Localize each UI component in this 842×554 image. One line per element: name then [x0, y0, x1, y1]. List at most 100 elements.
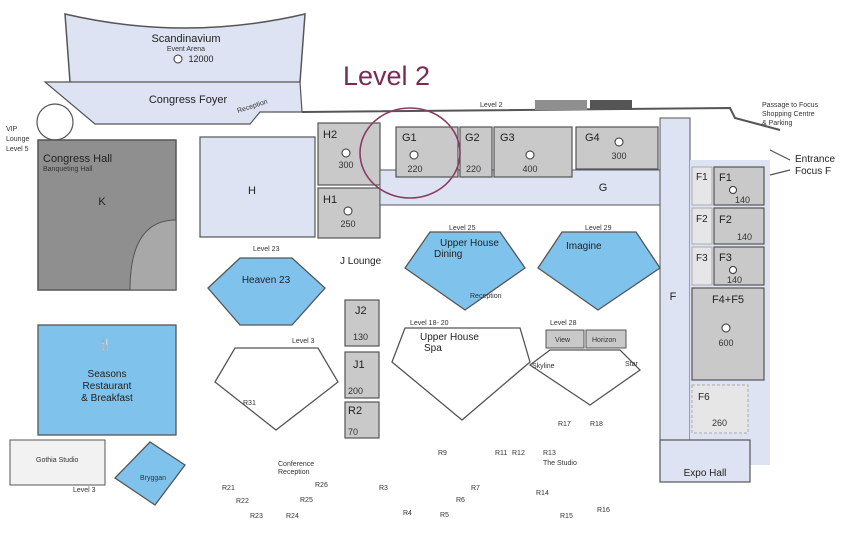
- room-f6[interactable]: [691, 384, 749, 434]
- room-h2-code: H2: [323, 129, 337, 141]
- room-f2[interactable]: [713, 207, 765, 245]
- r-room-r23[interactable]: R23: [250, 513, 263, 520]
- room-g4[interactable]: [575, 126, 659, 170]
- heaven-level: Level 23: [253, 246, 280, 253]
- r13-sub: The Studio: [543, 460, 577, 467]
- room-view[interactable]: [545, 329, 585, 349]
- corridor-f[interactable]: [659, 117, 691, 464]
- r-room-r3[interactable]: R3: [379, 485, 388, 492]
- spa-l2: Spa: [424, 343, 442, 354]
- room-g1-code: G1: [402, 132, 417, 144]
- seasons-restaurant[interactable]: [37, 324, 177, 436]
- room-f4-f5[interactable]: [691, 287, 765, 381]
- imagine-name: Imagine: [566, 241, 602, 252]
- r-room-r26[interactable]: R26: [315, 482, 328, 489]
- r-room-r11[interactable]: R11: [495, 450, 507, 457]
- hall-h[interactable]: [199, 136, 316, 238]
- room-f2-code: F2: [719, 214, 732, 226]
- room-f1-left: [691, 166, 713, 206]
- heaven-23[interactable]: [207, 257, 326, 326]
- room-f3[interactable]: [713, 246, 765, 286]
- r-room-r13[interactable]: R13: [543, 450, 556, 457]
- cutlery-icon: 🍴: [98, 338, 112, 351]
- room-f1-left-code: F1: [696, 172, 708, 183]
- r-room-r21[interactable]: R21: [222, 485, 235, 492]
- room-g4-code: G4: [585, 132, 600, 144]
- expo-hall[interactable]: [659, 439, 751, 483]
- vip-label-3: Level 5: [6, 146, 29, 153]
- r-room-r9[interactable]: R9: [438, 450, 447, 457]
- imagine-restaurant[interactable]: [537, 231, 661, 311]
- capacity-icon: [341, 148, 351, 158]
- r-room-r22[interactable]: R22: [236, 498, 249, 505]
- spa-level: Level 18- 20: [410, 320, 449, 327]
- room-j1[interactable]: [344, 351, 380, 399]
- room-f3-code: F3: [719, 252, 732, 264]
- conf-reception-l2: Reception: [278, 469, 310, 476]
- room-f1[interactable]: [713, 166, 765, 206]
- r-room-r12[interactable]: R12: [512, 450, 525, 457]
- room-g2-cap: 220: [466, 164, 481, 174]
- conf-reception-l1: Conference: [278, 461, 314, 468]
- r-room-r31[interactable]: R31: [243, 400, 256, 407]
- capacity-icon: [729, 266, 737, 274]
- room-f45-code: F4+F5: [712, 294, 744, 306]
- level-28-label: Level 28: [550, 320, 577, 327]
- arena-name: Scandinavium: [151, 33, 220, 45]
- r-room-r24[interactable]: R24: [286, 513, 299, 520]
- upper-dining-l1: Upper House: [440, 238, 499, 249]
- room-g3-code: G3: [500, 132, 515, 144]
- bryggan[interactable]: [113, 441, 186, 506]
- upper-house-spa[interactable]: [391, 327, 531, 421]
- r-room-r6[interactable]: R6: [456, 497, 465, 504]
- level-3-left-label: Level 3: [73, 487, 96, 494]
- room-g2[interactable]: [459, 126, 493, 178]
- r-room-r15[interactable]: R15: [560, 513, 573, 520]
- room-f2-left: [691, 207, 713, 245]
- gothia-area: [9, 439, 106, 486]
- room-f1-code: F1: [719, 172, 732, 184]
- room-f3-left: [691, 246, 713, 286]
- corridor-f-label: F: [670, 291, 677, 303]
- room-g1[interactable]: [395, 126, 459, 178]
- room-g3-cap: 400: [522, 164, 537, 174]
- r-room-r25[interactable]: R25: [300, 497, 313, 504]
- room-horizon[interactable]: [585, 329, 627, 349]
- arena-sub: Event Arena: [167, 46, 205, 53]
- room-j1-cap: 200: [348, 386, 363, 396]
- j-lounge-label: J Lounge: [340, 256, 382, 267]
- r-room-r4[interactable]: R4: [403, 510, 412, 517]
- capacity-icon: [409, 150, 419, 160]
- focus-line-3: & Parking: [762, 120, 792, 127]
- room-f1-cap: 140: [735, 195, 750, 205]
- r-room-r5[interactable]: R5: [440, 512, 449, 519]
- page-title: Level 2: [343, 61, 430, 91]
- bryggan-label: Bryggan: [140, 475, 166, 482]
- focus-line-1: Passage to Focus: [762, 102, 819, 109]
- room-r2[interactable]: [344, 401, 380, 439]
- level-28-block[interactable]: [528, 349, 642, 406]
- outer-wall: [301, 106, 781, 131]
- capacity-icon: [525, 150, 535, 160]
- entrance-doors: [769, 149, 791, 176]
- room-j2-cap: 130: [353, 332, 368, 342]
- upper-dining-reception: Reception: [470, 293, 502, 300]
- r-room-r7[interactable]: R7: [471, 485, 480, 492]
- upper-house-dining[interactable]: [404, 231, 526, 311]
- congress-foyer[interactable]: [43, 81, 303, 125]
- r-room-r16[interactable]: R16: [597, 507, 610, 514]
- r-room-r17[interactable]: R17: [558, 421, 571, 428]
- room-j1-code: J1: [353, 359, 365, 371]
- r-room-r18[interactable]: R18: [590, 421, 603, 428]
- focus-line-2: Shopping Centre: [762, 111, 815, 118]
- room-h2-cap: 300: [338, 160, 353, 170]
- room-g1-cap: 220: [407, 164, 422, 174]
- congress-hall-code: K: [98, 196, 106, 208]
- seasons-l1: Seasons: [88, 369, 127, 380]
- room-j2[interactable]: [344, 299, 380, 347]
- r-room-r14[interactable]: R14: [536, 490, 549, 497]
- entrance-line-1: Entrance: [795, 154, 835, 165]
- level-3-block[interactable]: [214, 347, 339, 431]
